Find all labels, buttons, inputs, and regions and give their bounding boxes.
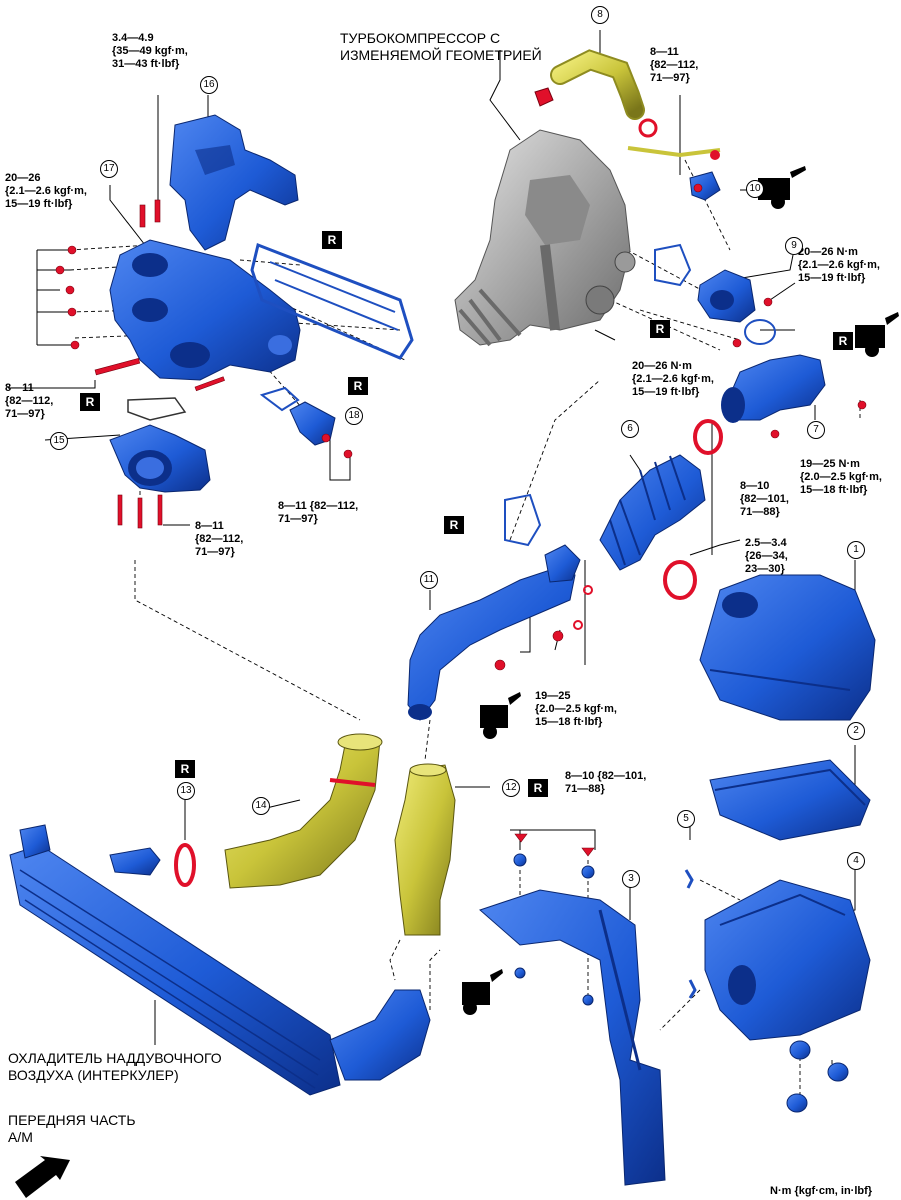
r-badge-throttle: R	[80, 393, 100, 411]
rubber-mounts	[786, 1040, 849, 1113]
clamp-6	[663, 560, 697, 600]
torque-17: 20—26 {2.1—2.6 kgf·m, 15—19 ft·lbf}	[5, 172, 87, 210]
r-badge-turbo: R	[650, 320, 670, 338]
throttle-body-15	[109, 424, 211, 493]
callout-2: 2	[847, 722, 865, 740]
hose-8	[534, 49, 658, 138]
oil-can-icons	[462, 166, 899, 1015]
callout-7: 7	[807, 421, 825, 439]
callout-1: 1	[847, 541, 865, 559]
units-note: N·m {kgf·cm, in·lbf}	[770, 1185, 873, 1197]
clip-5	[684, 869, 697, 999]
front-title: ПЕРЕДНЯЯ ЧАСТЬ А/М	[8, 1112, 136, 1145]
r-badge-12: R	[528, 779, 548, 797]
torque-9: 20—26 N·m {2.1—2.6 kgf·m, 15—19 ft·lbf}	[798, 246, 880, 284]
gasket-11	[504, 493, 542, 547]
turbo-outlet-9	[697, 269, 776, 345]
callout-17: 17	[100, 160, 118, 178]
intercooler	[9, 824, 431, 1096]
torque-15a: 8—11 {82—112, 71—97}	[5, 382, 54, 420]
clamp-13	[174, 843, 196, 887]
pipe-11	[407, 544, 581, 721]
callout-8: 8	[591, 6, 609, 24]
callout-11: 11	[420, 571, 438, 589]
gasket-15	[127, 397, 187, 421]
air-cleaner-case-4	[704, 879, 871, 1041]
callout-3: 3	[622, 870, 640, 888]
intercooler-title: ОХЛАДИТЕЛЬ НАДДУВОЧНОГО ВОЗДУХА (ИНТЕРКУ…	[8, 1050, 222, 1083]
hose-14	[224, 733, 383, 889]
turbocharger	[454, 129, 636, 347]
egr-part-18	[259, 386, 336, 446]
torque-15b: 8—11 {82—112, 71—97}	[195, 520, 244, 558]
torque-7b: 8—10 {82—101, 71—88}	[740, 480, 789, 518]
air-cleaner-cover-1	[699, 574, 876, 721]
hose-12	[394, 763, 456, 936]
intake-manifold-17	[109, 239, 301, 381]
pipe-near-10	[627, 146, 721, 201]
torque-7: 19—25 N·m {2.0—2.5 kgf·m, 15—18 ft·lbf}	[800, 458, 882, 496]
callout-14: 14	[252, 797, 270, 815]
callout-16: 16	[200, 76, 218, 94]
hose-6-corrugated	[599, 454, 706, 571]
turbo-gasket-9	[654, 243, 692, 287]
r-badge-9: R	[833, 332, 853, 350]
torque-6: 2.5—3.4 {26—34, 23—30}	[745, 537, 788, 575]
hose-7	[721, 354, 826, 423]
r-badge-manifold: R	[322, 231, 342, 249]
torque-11: 19—25 {2.0—2.5 kgf·m, 15—18 ft·lbf}	[535, 690, 617, 728]
grommets-3	[513, 853, 595, 1006]
manifold-gasket	[250, 242, 414, 360]
callout-13: 13	[177, 782, 195, 800]
torque-18: 8—11 {82—112, 71—97}	[278, 500, 359, 525]
air-filter-2	[709, 759, 871, 841]
callout-4: 4	[847, 852, 865, 870]
clamp-7	[693, 419, 723, 455]
r-badge-11: R	[444, 516, 464, 534]
air-duct-3	[479, 889, 666, 1186]
torque-turbo: 20—26 N·m {2.1—2.6 kgf·m, 15—19 ft·lbf}	[632, 360, 714, 398]
callout-12: 12	[502, 779, 520, 797]
callout-5: 5	[677, 810, 695, 828]
callout-10: 10	[746, 180, 764, 198]
r-badge-egr: R	[348, 377, 368, 395]
turbo-title: ТУРБОКОМПРЕССОР С ИЗМЕНЯЕМОЙ ГЕОМЕТРИЕЙ	[340, 30, 542, 63]
bolts	[55, 183, 867, 857]
callout-6: 6	[621, 420, 639, 438]
torque-12: 8—10 {82—101, 71—88}	[565, 770, 647, 795]
r-badge-13: R	[175, 760, 195, 778]
callout-9: 9	[785, 237, 803, 255]
torque-16: 3.4—4.9 {35—49 kgf·m, 31—43 ft·lbf}	[112, 32, 188, 70]
callout-15: 15	[50, 432, 68, 450]
callout-18: 18	[345, 407, 363, 425]
front-arrow-icon	[15, 1156, 70, 1198]
torque-8: 8—11 {82—112, 71—97}	[650, 46, 699, 84]
solid-leader-lines	[8, 30, 856, 1045]
manifold-bracket-16	[169, 114, 299, 251]
